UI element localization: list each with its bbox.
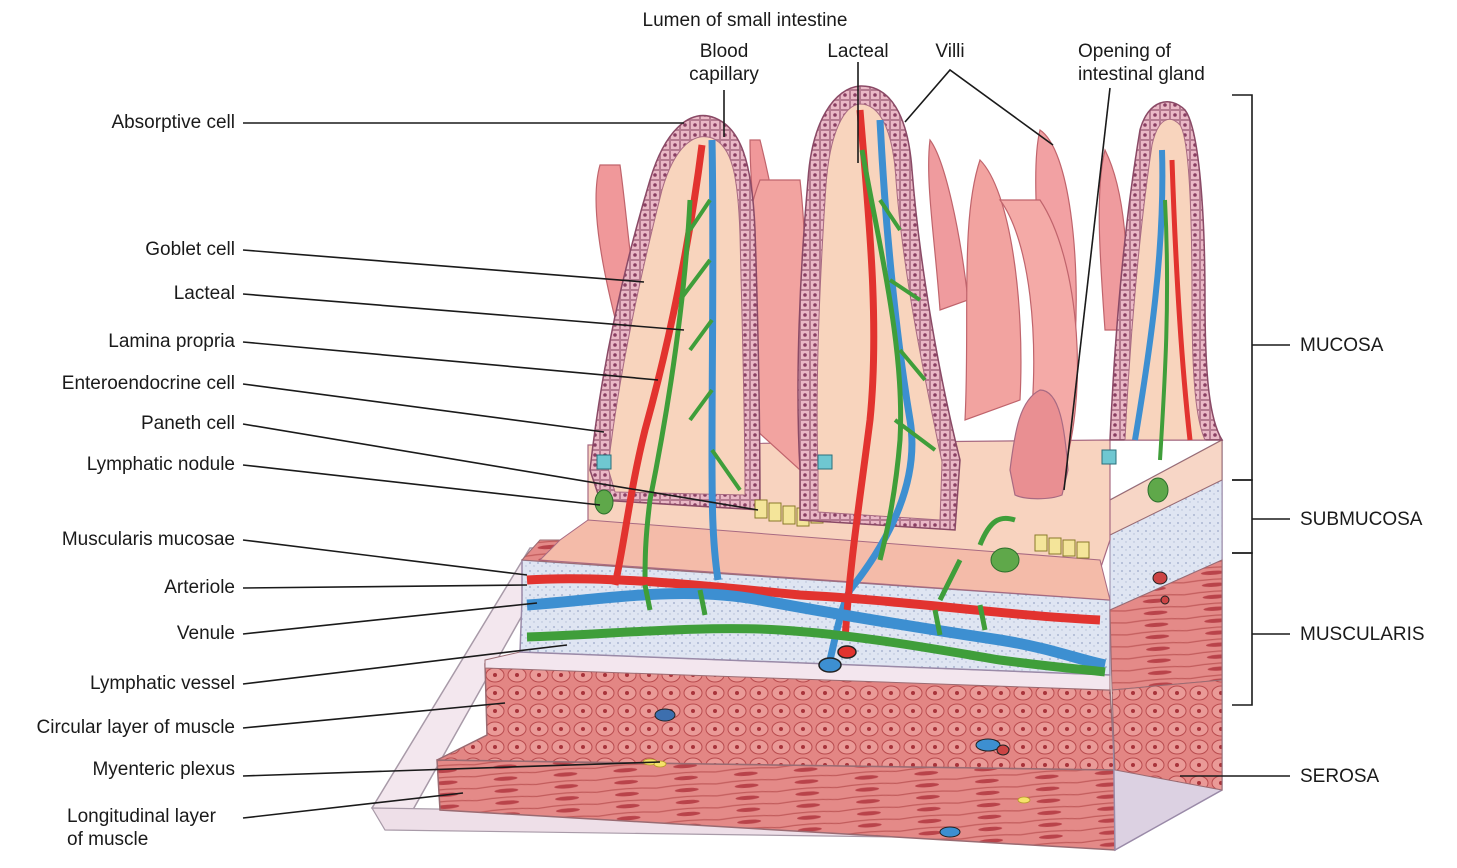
label-lumen: Lumen of small intestine	[600, 9, 890, 32]
label-venule: Venule	[0, 622, 235, 645]
label-circular-muscle: Circular layer of muscle	[0, 716, 235, 739]
label-arteriole: Arteriole	[0, 576, 235, 599]
block-side-face	[1110, 440, 1222, 850]
villus-right-cutaway	[1102, 102, 1222, 502]
label-villi: Villi	[920, 40, 980, 63]
label-mucosa: MUCOSA	[1300, 334, 1383, 357]
label-lymphatic-nodule: Lymphatic nodule	[0, 453, 235, 476]
label-serosa: SEROSA	[1300, 765, 1379, 788]
leader-enteroendocrine-cell	[243, 384, 604, 432]
label-lymphatic-vessel: Lymphatic vessel	[0, 672, 235, 695]
leader-lamina-propria	[243, 342, 658, 380]
leader-arteriole	[243, 585, 527, 588]
leader-lymphatic-nodule	[243, 465, 600, 505]
label-longitudinal-muscle: Longitudinal layer of muscle	[67, 805, 216, 851]
label-lamina-propria: Lamina propria	[0, 330, 235, 353]
label-submucosa: SUBMUCOSA	[1300, 508, 1422, 531]
bracket-mucosa	[1232, 95, 1252, 480]
leader-muscularis-mucosae	[243, 540, 527, 575]
label-enteroendocrine-cell: Enteroendocrine cell	[0, 372, 235, 395]
label-paneth-cell: Paneth cell	[0, 412, 235, 435]
label-goblet-cell: Goblet cell	[0, 238, 235, 261]
bracket-muscularis	[1232, 553, 1252, 705]
label-absorptive-cell: Absorptive cell	[0, 111, 235, 134]
leader-goblet-cell	[243, 250, 644, 282]
label-opening-gland: Opening of intestinal gland	[1078, 40, 1205, 86]
label-blood-capillary: Blood capillary	[664, 40, 784, 86]
bracket-submucosa	[1232, 480, 1252, 553]
label-lacteal-top: Lacteal	[808, 40, 908, 63]
label-myenteric-plexus: Myenteric plexus	[0, 758, 235, 781]
label-muscularis: MUSCULARIS	[1300, 623, 1425, 646]
label-muscularis-mucosae: Muscularis mucosae	[0, 528, 235, 551]
leader-villi	[905, 70, 1053, 145]
label-lacteal: Lacteal	[0, 282, 235, 305]
